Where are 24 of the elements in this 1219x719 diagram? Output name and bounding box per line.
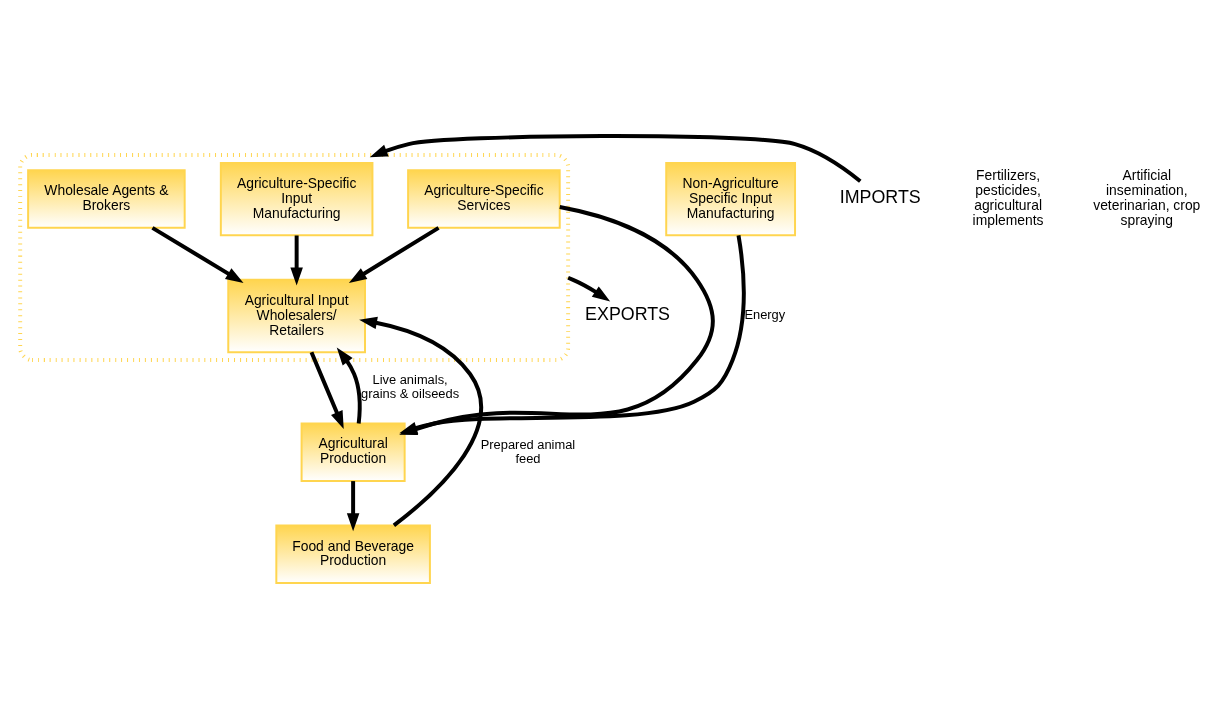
node-box: Agricultural Production <box>300 422 406 482</box>
arrow <box>151 226 244 283</box>
node-box: Agriculture-Specific Services <box>407 169 561 229</box>
node-text: EXPORTS <box>585 304 671 325</box>
cluster <box>18 153 571 363</box>
arrow <box>359 316 483 527</box>
node-box: Wholesale Agents & Brokers <box>27 169 186 229</box>
arrow <box>290 235 303 286</box>
arrow <box>369 134 862 183</box>
node-text: IMPORTS <box>839 187 921 208</box>
arrow <box>567 275 611 302</box>
edge-label: Live animals, grains & oilseeds <box>361 372 460 402</box>
arrow <box>336 347 362 424</box>
label: Artificial insemination, veterinarian, crop spraying <box>1093 167 1201 229</box>
edge-label: Energy <box>744 307 786 323</box>
edge-label: Prepared animal feed <box>480 436 576 466</box>
arrow <box>348 226 440 283</box>
node-box: Agriculture-Specific Input Manufacturing <box>219 161 374 237</box>
node-box: Agricultural Input Wholesalers/ Retailers <box>227 278 366 354</box>
node-box: Non-Agriculture Specific Input Manufacturing <box>665 161 797 237</box>
arrow <box>346 481 360 532</box>
label: Fertilizers, pesticides, agricultural implements <box>972 167 1044 229</box>
arrow <box>309 351 344 429</box>
node-box: Food and Beverage Production <box>275 524 431 585</box>
